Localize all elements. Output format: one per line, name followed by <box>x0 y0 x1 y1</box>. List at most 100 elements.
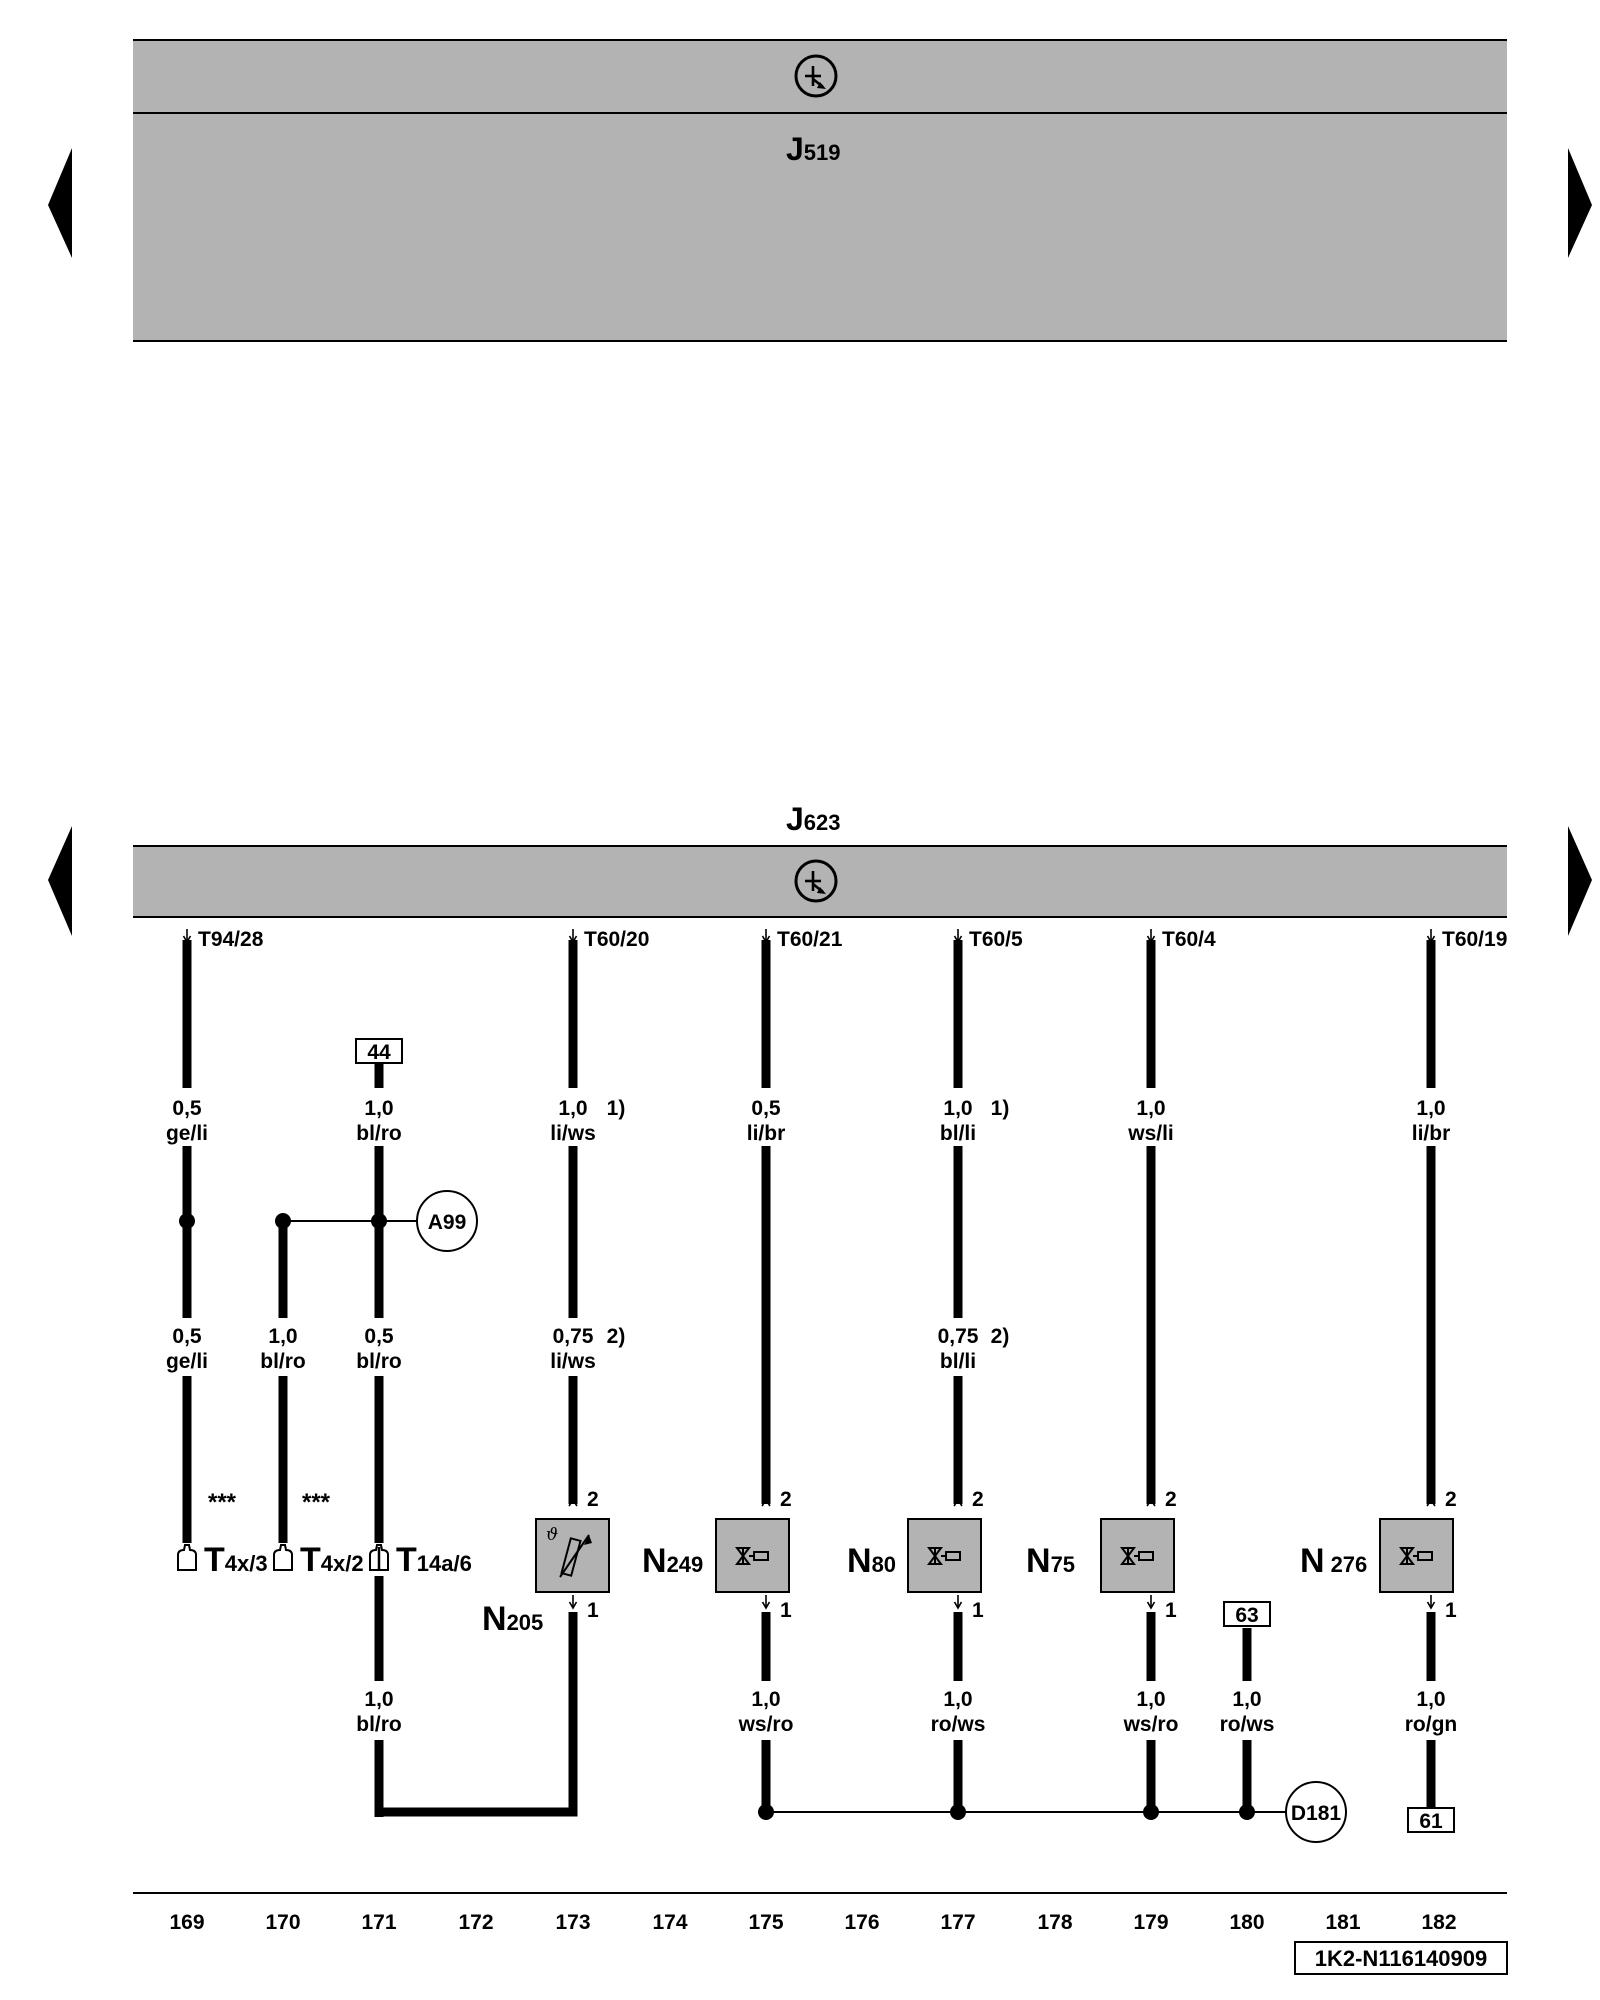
wire-size: 1,0 <box>364 1097 393 1120</box>
wire-171-173-link <box>379 1612 578 1817</box>
svg-text:A99: A99 <box>428 1211 467 1234</box>
component-n80[interactable]: 2 1 N80 <box>847 1488 984 1622</box>
module-j623[interactable]: J623 <box>133 801 1507 918</box>
component-n205[interactable]: 2 ϑ 1 N205 <box>482 1488 610 1638</box>
wire-note: 1) <box>991 1097 1010 1120</box>
wire-size: 1,0 <box>558 1097 587 1120</box>
pin-number: 1 <box>972 1599 984 1622</box>
document-code: 1K2-N116140909 <box>1294 1941 1508 1975</box>
next-page-arrow-top[interactable] <box>1568 148 1592 258</box>
track-number: 178 <box>1037 1911 1072 1934</box>
pin-number: 2 <box>587 1488 599 1511</box>
wire-size: 0,75 <box>553 1325 594 1348</box>
wire-size: 1,0 <box>1232 1688 1261 1711</box>
track-number: 177 <box>940 1911 975 1934</box>
svg-text:D181: D181 <box>1291 1802 1342 1825</box>
wire-color: bl/ro <box>356 1713 402 1736</box>
wire-color: ge/li <box>166 1350 208 1373</box>
track-number: 170 <box>265 1911 300 1934</box>
ref-box-44[interactable]: 44 <box>355 1038 403 1064</box>
wire-size: 1,0 <box>943 1097 972 1120</box>
component-label: N75 <box>1026 1542 1075 1580</box>
module-j519-label: J519 <box>786 131 841 167</box>
connector-t4x2[interactable]: *** T4x/2 <box>273 1489 364 1579</box>
component-n249[interactable]: 2 1 N249 <box>642 1488 792 1622</box>
junctions <box>179 1213 1288 1820</box>
connector-t4x3[interactable]: *** T4x/3 <box>177 1489 268 1579</box>
pin-number: 1 <box>1165 1599 1177 1622</box>
prev-page-arrow-top[interactable] <box>48 148 72 258</box>
pin-number: 1 <box>587 1599 599 1622</box>
connector-t14a6[interactable]: T14a/6 <box>369 1541 472 1579</box>
module-j623-label: J623 <box>786 801 841 837</box>
track-number: 176 <box>844 1911 879 1934</box>
wire-color: ws/ro <box>738 1713 794 1736</box>
wire-labels: 0,5 ge/li 0,5 ge/li 1,0 bl/ro 1,0 bl/ro … <box>166 1097 1457 1736</box>
wire-size: 1,0 <box>1416 1688 1445 1711</box>
wire-color: bl/li <box>940 1350 976 1373</box>
wire-note: 2) <box>607 1325 626 1348</box>
svg-text:ϑ: ϑ <box>546 1525 558 1545</box>
pin-number: 2 <box>780 1488 792 1511</box>
marker-stars: *** <box>208 1489 237 1516</box>
wire-color: li/br <box>1412 1122 1451 1145</box>
pin-label: T60/21 <box>777 928 843 951</box>
connector-label: T14a/6 <box>396 1541 472 1579</box>
wire-size: 1,0 <box>943 1688 972 1711</box>
component-n75[interactable]: 2 1 N75 <box>1026 1488 1177 1622</box>
wire-size: 0,5 <box>751 1097 781 1120</box>
plug-connector-icon <box>273 1544 293 1571</box>
track-number: 182 <box>1421 1911 1456 1934</box>
next-page-arrow-bottom[interactable] <box>1568 826 1592 936</box>
svg-text:61: 61 <box>1419 1810 1443 1833</box>
component-label: N205 <box>482 1600 543 1638</box>
wires <box>182 940 1436 1817</box>
connection-a99[interactable]: A99 <box>416 1190 478 1252</box>
track-number: 174 <box>652 1911 687 1934</box>
pin-number: 1 <box>780 1599 792 1622</box>
wire-size: 1,0 <box>1136 1688 1165 1711</box>
wire-size: 0,5 <box>364 1325 394 1348</box>
pins: T94/28 T60/20 T60/21 T60/5 T60/4 T60/19 <box>182 928 1507 951</box>
next-arrow-icon[interactable] <box>1568 826 1592 936</box>
pin-label: T60/20 <box>584 928 649 951</box>
wire-color: ge/li <box>166 1122 208 1145</box>
wire-size: 1,0 <box>1416 1097 1445 1120</box>
pin-number: 2 <box>972 1488 984 1511</box>
wire-color: ws/ro <box>1123 1713 1179 1736</box>
connector-label: T4x/2 <box>300 1541 364 1579</box>
wire-size: 1,0 <box>1136 1097 1165 1120</box>
wire-size: 0,5 <box>172 1325 202 1348</box>
track-numbers: 169 170 171 172 173 174 175 176 177 178 … <box>169 1911 1456 1934</box>
track-number: 179 <box>1133 1911 1168 1934</box>
svg-text:63: 63 <box>1235 1604 1258 1627</box>
prev-arrow-icon[interactable] <box>48 148 72 258</box>
wire-size: 0,75 <box>938 1325 979 1348</box>
track-number: 180 <box>1229 1911 1264 1934</box>
wire-color: bl/ro <box>260 1350 306 1373</box>
component-label: N80 <box>847 1542 896 1580</box>
next-arrow-icon[interactable] <box>1568 148 1592 258</box>
wire-size: 1,0 <box>364 1688 393 1711</box>
wire-color: li/br <box>747 1122 786 1145</box>
pin-number: 1 <box>1445 1599 1457 1622</box>
wire-color: ro/ws <box>931 1713 986 1736</box>
wire-size: 0,5 <box>172 1097 202 1120</box>
wire-color: ro/ws <box>1220 1713 1275 1736</box>
wire-color: bl/ro <box>356 1350 402 1373</box>
wire-color: li/ws <box>550 1122 596 1145</box>
connection-d181[interactable]: D181 <box>1285 1781 1347 1843</box>
prev-page-arrow-bottom[interactable] <box>48 826 72 936</box>
prev-arrow-icon[interactable] <box>48 826 72 936</box>
module-j519[interactable]: J519 <box>133 39 1507 342</box>
connector-label: T4x/3 <box>204 1541 268 1579</box>
track-number: 171 <box>361 1911 396 1934</box>
track-number: 172 <box>458 1911 493 1934</box>
ref-box-63[interactable]: 63 <box>1223 1601 1271 1627</box>
component-label: N249 <box>642 1542 703 1580</box>
pin-label: T60/19 <box>1442 928 1507 951</box>
pin-number: 2 <box>1165 1488 1177 1511</box>
ref-box-61[interactable]: 61 <box>1407 1807 1455 1833</box>
wire-color: ws/li <box>1127 1122 1174 1145</box>
